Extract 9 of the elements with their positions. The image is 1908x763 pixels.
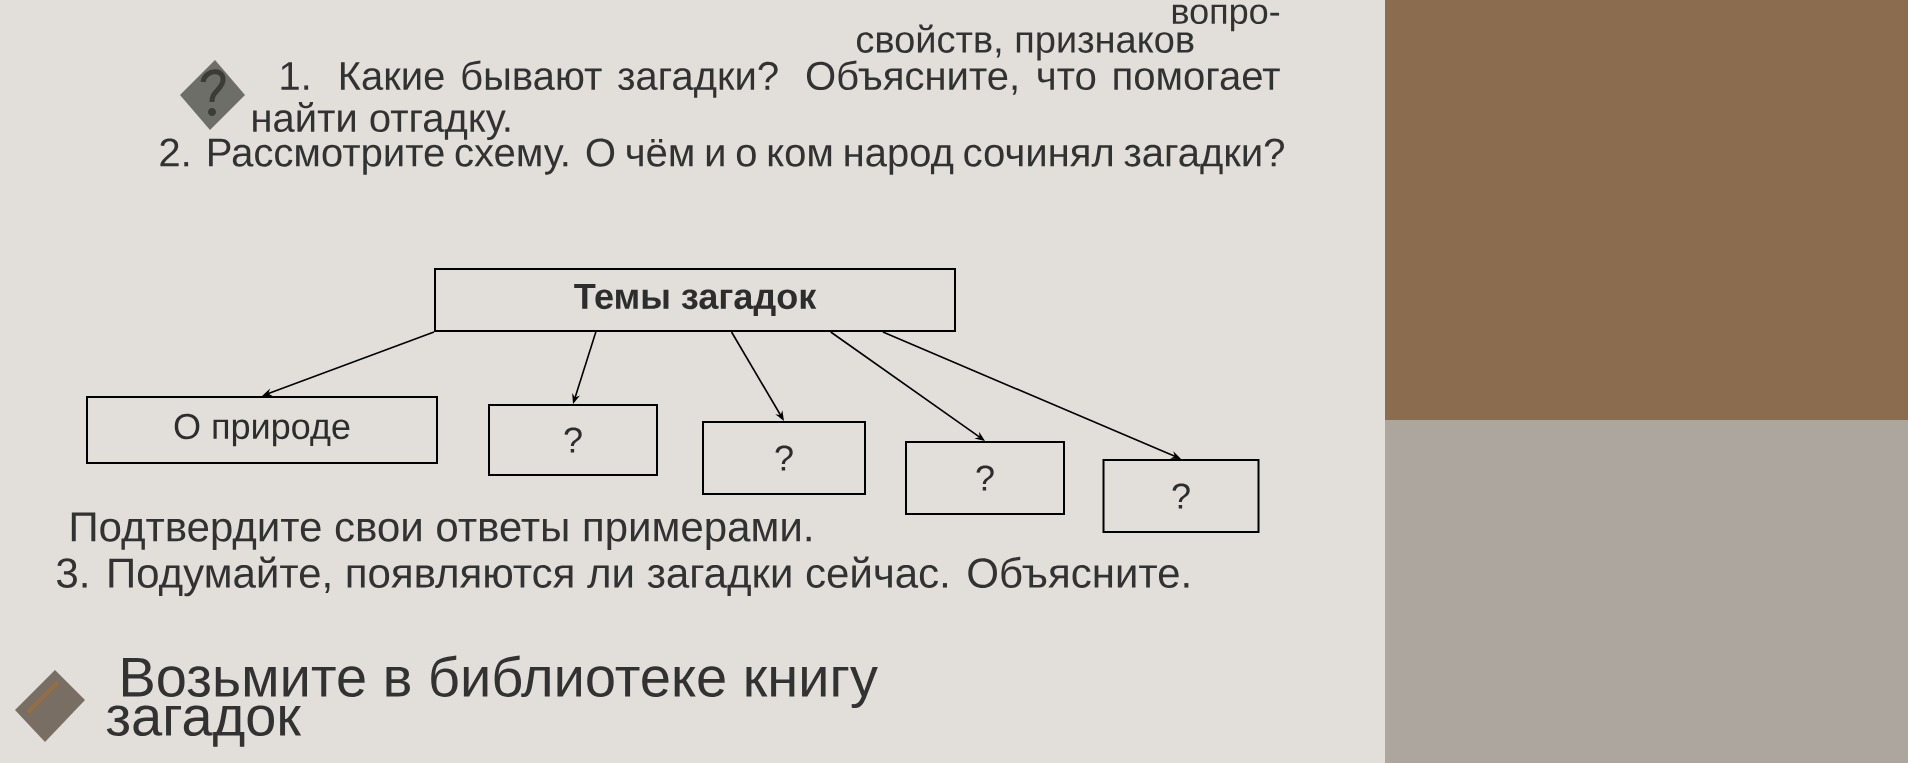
arrow [829,331,985,441]
text-paragraph: Подтвердите свои ответы примерами. [71,512,811,550]
topic-box: ? [702,421,866,495]
topic-box: О природе [86,396,438,464]
topic-box: ? [905,441,1065,515]
topic-box: ? [488,404,658,476]
text-paragraph: 3. Подумайте, появляются ли загадки сейчас. Объясните. [57,556,1189,597]
title-box: Темы загадок [434,268,956,332]
topic-box: ? [1102,459,1260,533]
